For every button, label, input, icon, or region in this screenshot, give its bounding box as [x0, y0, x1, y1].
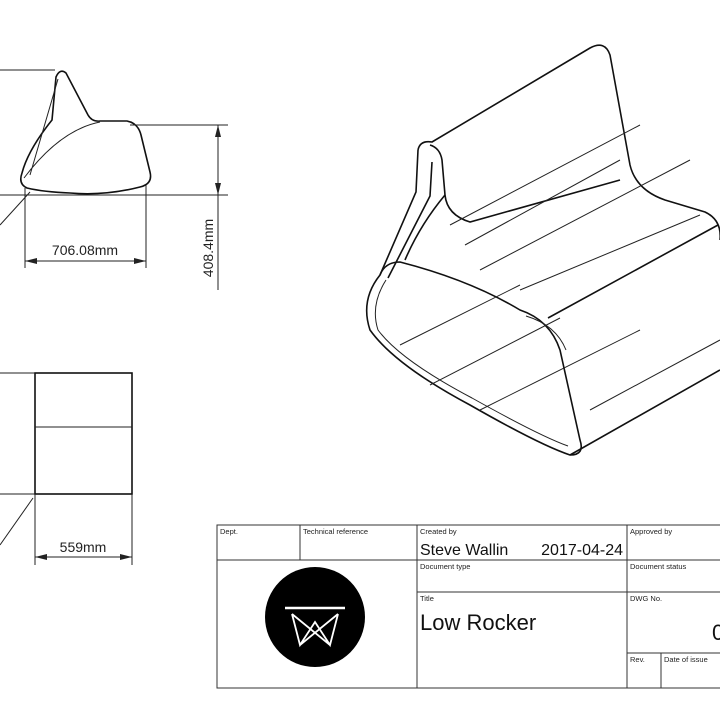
isometric-view — [365, 44, 720, 456]
date-of-issue-label: Date of issue — [664, 655, 708, 664]
document-type-label: Document type — [420, 562, 470, 571]
front-width-dimension: 559mm — [60, 539, 107, 555]
created-date: 2017-04-24 — [541, 542, 623, 559]
logo-icon — [265, 567, 365, 667]
title-label: Title — [420, 594, 434, 603]
created-by-label: Created by — [420, 527, 457, 536]
document-status-label: Document status — [630, 562, 687, 571]
dept-label: Dept. — [220, 527, 238, 536]
drawing-title: Low Rocker — [420, 610, 536, 635]
front-view: 559mm — [0, 372, 133, 565]
approved-by-label: Approved by — [630, 527, 672, 536]
dwg-no-value: 0 — [712, 620, 720, 645]
technical-reference-label: Technical reference — [303, 527, 368, 536]
side-height-dimension: 408.4mm — [200, 219, 216, 277]
title-block: Dept. Technical reference Created by Ste… — [216, 524, 720, 689]
side-width-dimension: 706.08mm — [52, 242, 118, 258]
rev-label: Rev. — [630, 655, 645, 664]
created-by-value: Steve Wallin — [420, 542, 508, 559]
side-view: 706.08mm 408.4mm — [0, 69, 228, 290]
dwg-no-label: DWG No. — [630, 594, 662, 603]
